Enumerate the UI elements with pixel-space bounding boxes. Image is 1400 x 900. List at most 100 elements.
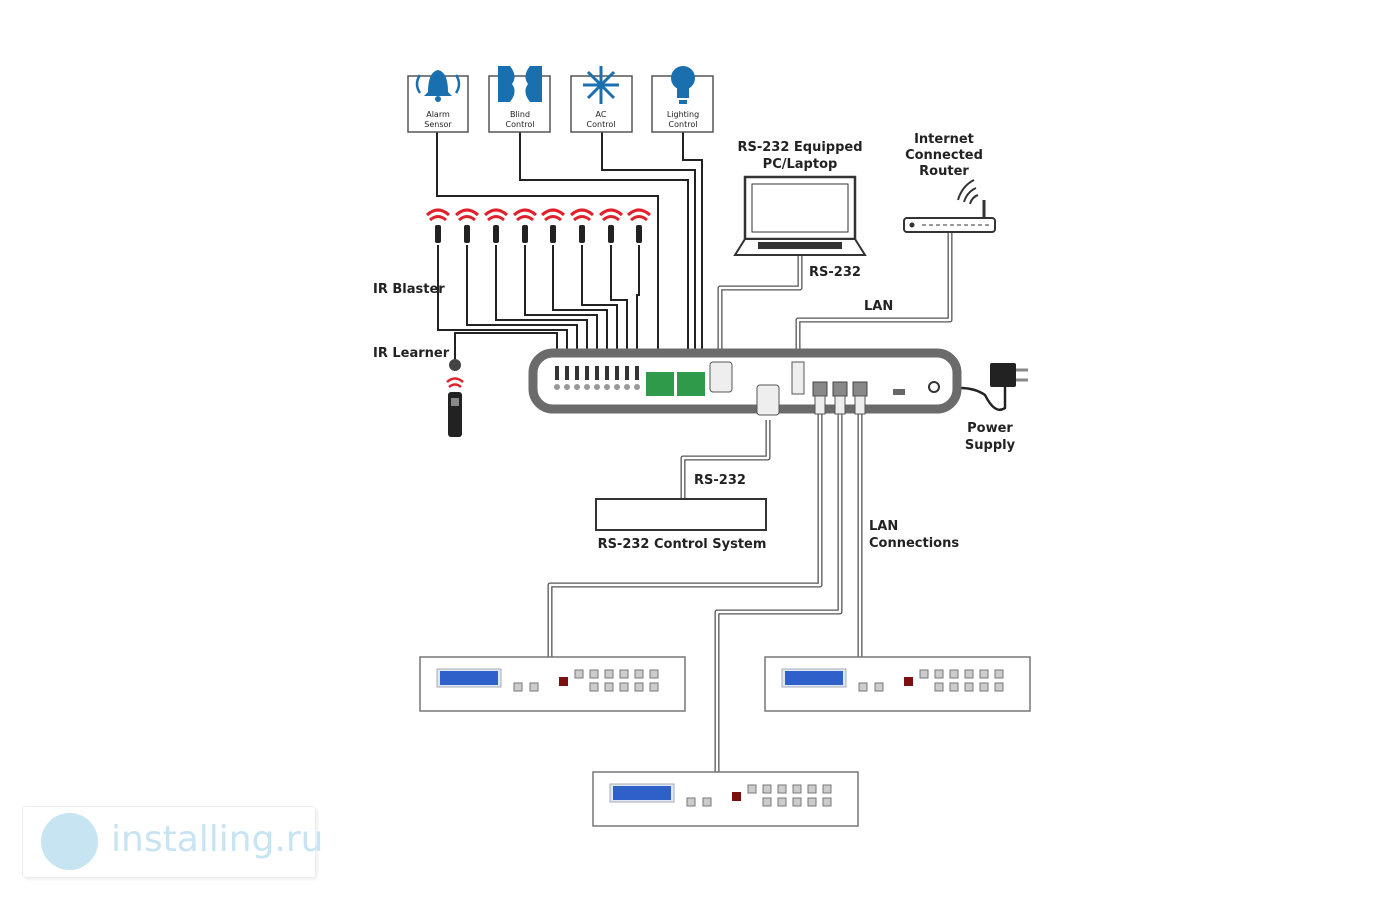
panel-button [979, 669, 989, 679]
panel-button [964, 682, 974, 692]
lan-plug [814, 395, 826, 415]
ir-blaster-cable [636, 245, 640, 362]
ir-blaster-cable [581, 245, 618, 362]
status-led [904, 677, 913, 686]
wifi-icon [957, 179, 979, 205]
svg-text:RS-232 Control System: RS-232 Control System [598, 537, 767, 552]
status-led [559, 677, 568, 686]
ip-control-panel [419, 656, 686, 712]
ir-port [595, 366, 599, 380]
ir-blaster-icon [483, 208, 509, 243]
ir-blaster-icon [512, 208, 538, 243]
svg-text:Power: Power [967, 421, 1013, 436]
ir-blasters [425, 208, 652, 243]
terminal-block [646, 372, 674, 396]
svg-text:Supply: Supply [965, 438, 1016, 453]
panel-button [964, 669, 974, 679]
laptop [733, 175, 867, 256]
panel-button [513, 682, 523, 692]
ir-port-jack [554, 384, 560, 390]
watermark-logo-icon [41, 813, 98, 870]
panel-button [686, 797, 696, 807]
svg-text:Router: Router [919, 164, 969, 179]
ir-blaster-icon [425, 208, 451, 243]
lcd-display [613, 786, 671, 800]
svg-text:RS-232 Equipped: RS-232 Equipped [737, 140, 862, 155]
lan-port [852, 381, 868, 397]
db9-connector [709, 361, 733, 393]
panel-button [604, 682, 614, 692]
power-supply [990, 363, 1028, 387]
lightbulb-icon [671, 66, 695, 104]
panel-button [919, 669, 929, 679]
svg-text:RS-232: RS-232 [809, 265, 861, 280]
ir-blaster-icon [598, 208, 624, 243]
panel-button [792, 784, 802, 794]
panel-button [619, 682, 629, 692]
svg-text:Control: Control [506, 120, 535, 129]
svg-text:Control: Control [587, 120, 616, 129]
ir-blaster-cable [524, 245, 598, 362]
panel-button [874, 682, 884, 692]
status-led [732, 792, 741, 801]
lan-port [832, 381, 848, 397]
svg-text:Sensor: Sensor [424, 120, 452, 129]
ir-port-jack [594, 384, 600, 390]
panel-button [762, 797, 772, 807]
device-alarm-sensor: Alarm Sensor [407, 70, 469, 133]
panel-button [807, 797, 817, 807]
ir-port-jack [604, 384, 610, 390]
svg-text:IR Learner: IR Learner [373, 346, 450, 361]
router [903, 179, 996, 233]
svg-text:PC/Laptop: PC/Laptop [763, 157, 838, 172]
rs232-pc-cable [717, 256, 803, 360]
panel-button [747, 784, 757, 794]
panel-button [634, 669, 644, 679]
ir-port [635, 366, 639, 380]
panel-button [777, 797, 787, 807]
ir-blaster-icon [626, 208, 652, 243]
panel-button [949, 669, 959, 679]
ir-blaster-cable [552, 245, 608, 362]
device-lighting-control: Lighting Control [651, 66, 714, 133]
panel-button [934, 669, 944, 679]
panel-button [589, 682, 599, 692]
ir-port [565, 366, 569, 380]
db9-connector [756, 384, 780, 416]
panel-button [822, 797, 832, 807]
lcd-display [440, 671, 498, 685]
power-cable [940, 385, 1007, 412]
power-plug-icon [990, 363, 1016, 387]
svg-text:LAN: LAN [864, 299, 893, 314]
panel-button [634, 682, 644, 692]
rj45-port [791, 361, 805, 395]
panel-button [822, 784, 832, 794]
ir-blaster-icon [540, 208, 566, 243]
svg-text:Connections: Connections [869, 536, 959, 551]
svg-text:AC: AC [596, 110, 607, 119]
panel-button [792, 797, 802, 807]
snowflake-icon [583, 66, 619, 104]
svg-text:Control: Control [669, 120, 698, 129]
svg-text:Connected: Connected [905, 148, 983, 163]
panel-button [979, 682, 989, 692]
main-controller-device [528, 348, 962, 416]
lcd-display [785, 671, 843, 685]
ir-blaster-cable [437, 245, 568, 362]
panel-button [604, 669, 614, 679]
panel-button [807, 784, 817, 794]
lan-router-cable [795, 232, 953, 365]
panel-button [529, 682, 539, 692]
panel-button [589, 669, 599, 679]
ip-control-panel [592, 771, 859, 827]
panel-button [949, 682, 959, 692]
ir-port [555, 366, 559, 380]
lan-plug [854, 395, 866, 415]
terminal-block [677, 372, 705, 396]
device-ac-control: AC Control [570, 66, 633, 133]
bell-icon [424, 70, 452, 96]
panel-button [649, 682, 659, 692]
ir-port [615, 366, 619, 380]
panel-button [619, 669, 629, 679]
rs232-control-cable [680, 420, 771, 498]
